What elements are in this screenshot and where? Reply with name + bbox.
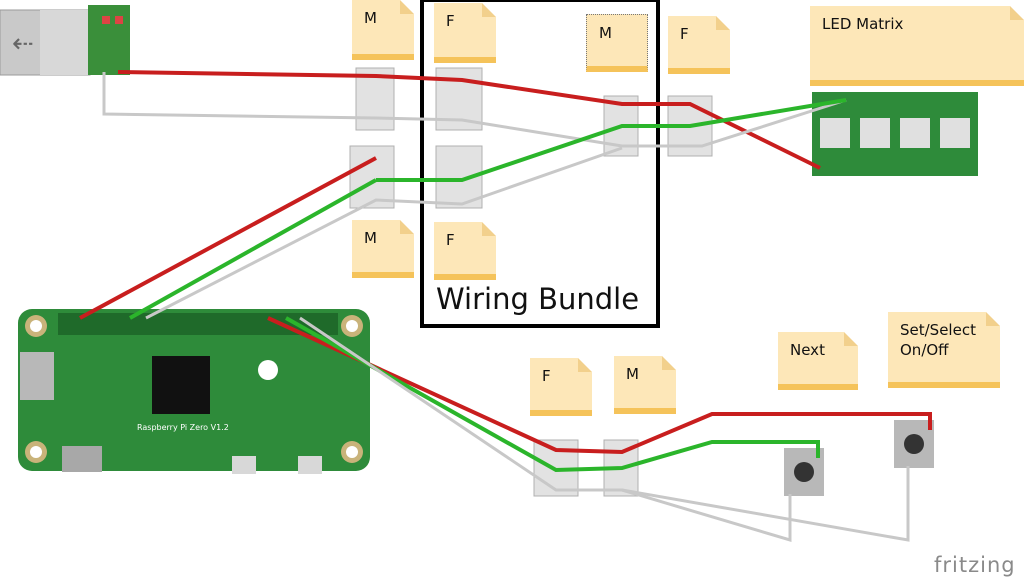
note-text: LED Matrix bbox=[822, 15, 904, 33]
wiring-bundle-label: Wiring Bundle bbox=[436, 282, 640, 316]
set-select-pushbutton bbox=[894, 420, 934, 468]
note-f-mid-bundle: F bbox=[434, 222, 496, 280]
note-next: Next bbox=[778, 332, 858, 390]
note-led-matrix: LED Matrix bbox=[810, 6, 1024, 86]
note-m-mid-left: M bbox=[352, 220, 414, 278]
raspberry-logo-icon bbox=[258, 360, 278, 380]
note-text: F bbox=[542, 367, 551, 385]
note-text: F bbox=[446, 12, 455, 30]
note-m-top-bundle: M bbox=[586, 14, 648, 72]
note-text: M bbox=[364, 229, 377, 247]
note-set-select: Set/Select On/Off bbox=[888, 312, 1000, 388]
note-m-top-left: M bbox=[352, 0, 414, 60]
wiring-bundle-frame bbox=[420, 0, 660, 328]
note-f-top-right: F bbox=[668, 16, 730, 74]
note-text: Set/Select On/Off bbox=[900, 321, 976, 359]
raspberry-pi-zero-board bbox=[18, 309, 370, 474]
note-text: M bbox=[364, 9, 377, 27]
board-label: Raspberry Pi Zero V1.2 bbox=[137, 423, 229, 432]
note-text: F bbox=[446, 231, 455, 249]
led-matrix-board bbox=[812, 92, 978, 176]
note-text: F bbox=[680, 25, 689, 43]
note-f-top-bundle: F bbox=[434, 3, 496, 63]
usb-connector: ⇠ bbox=[0, 5, 130, 76]
note-text: M bbox=[599, 24, 612, 42]
note-text: M bbox=[626, 365, 639, 383]
note-f-bottom: F bbox=[530, 358, 592, 416]
note-text: Next bbox=[790, 341, 825, 359]
usb-icon: ⇠ bbox=[12, 28, 34, 58]
fritzing-brand: fritzing bbox=[934, 553, 1016, 577]
note-m-bottom: M bbox=[614, 356, 676, 414]
wires bbox=[79, 70, 932, 543]
